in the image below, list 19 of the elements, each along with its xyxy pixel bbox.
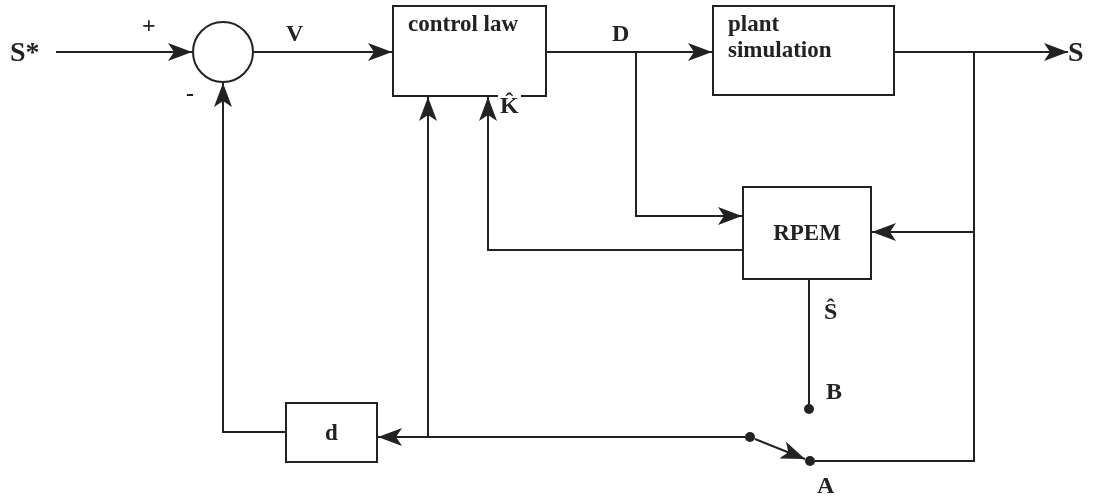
terminal-label: A xyxy=(817,472,835,498)
signal-label: S xyxy=(1068,39,1084,65)
connector-line xyxy=(814,51,975,462)
arrow xyxy=(754,438,806,460)
block-label: control law xyxy=(408,11,519,36)
process-box xyxy=(285,402,378,463)
terminal-label: B xyxy=(826,378,842,404)
connector-line xyxy=(808,279,810,405)
arrow xyxy=(479,96,743,251)
arrow xyxy=(55,43,193,61)
block-label: plant simulation xyxy=(728,11,832,62)
arrow xyxy=(214,82,286,433)
block-label: d xyxy=(325,419,338,446)
signal-label: S* xyxy=(10,39,40,65)
process-box xyxy=(712,5,895,96)
block-label: RPEM xyxy=(773,220,841,245)
process-box xyxy=(742,186,872,280)
arrow xyxy=(546,51,743,225)
arrow xyxy=(253,43,393,61)
